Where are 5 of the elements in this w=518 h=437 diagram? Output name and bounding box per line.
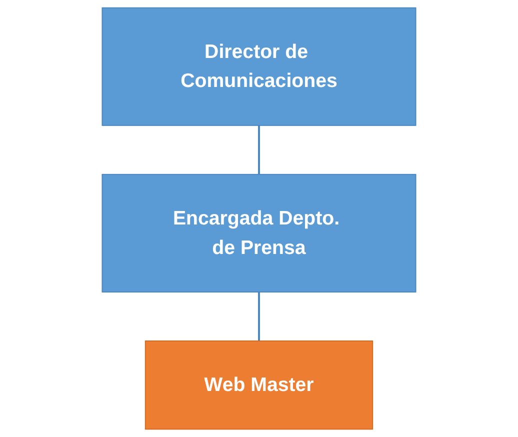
connector xyxy=(258,124,260,176)
node-box: Encargada Depto. de Prensa xyxy=(102,174,416,292)
connector xyxy=(258,291,260,342)
node-box: Director de Comunicaciones xyxy=(102,7,416,126)
node-box: Web Master xyxy=(144,340,374,430)
